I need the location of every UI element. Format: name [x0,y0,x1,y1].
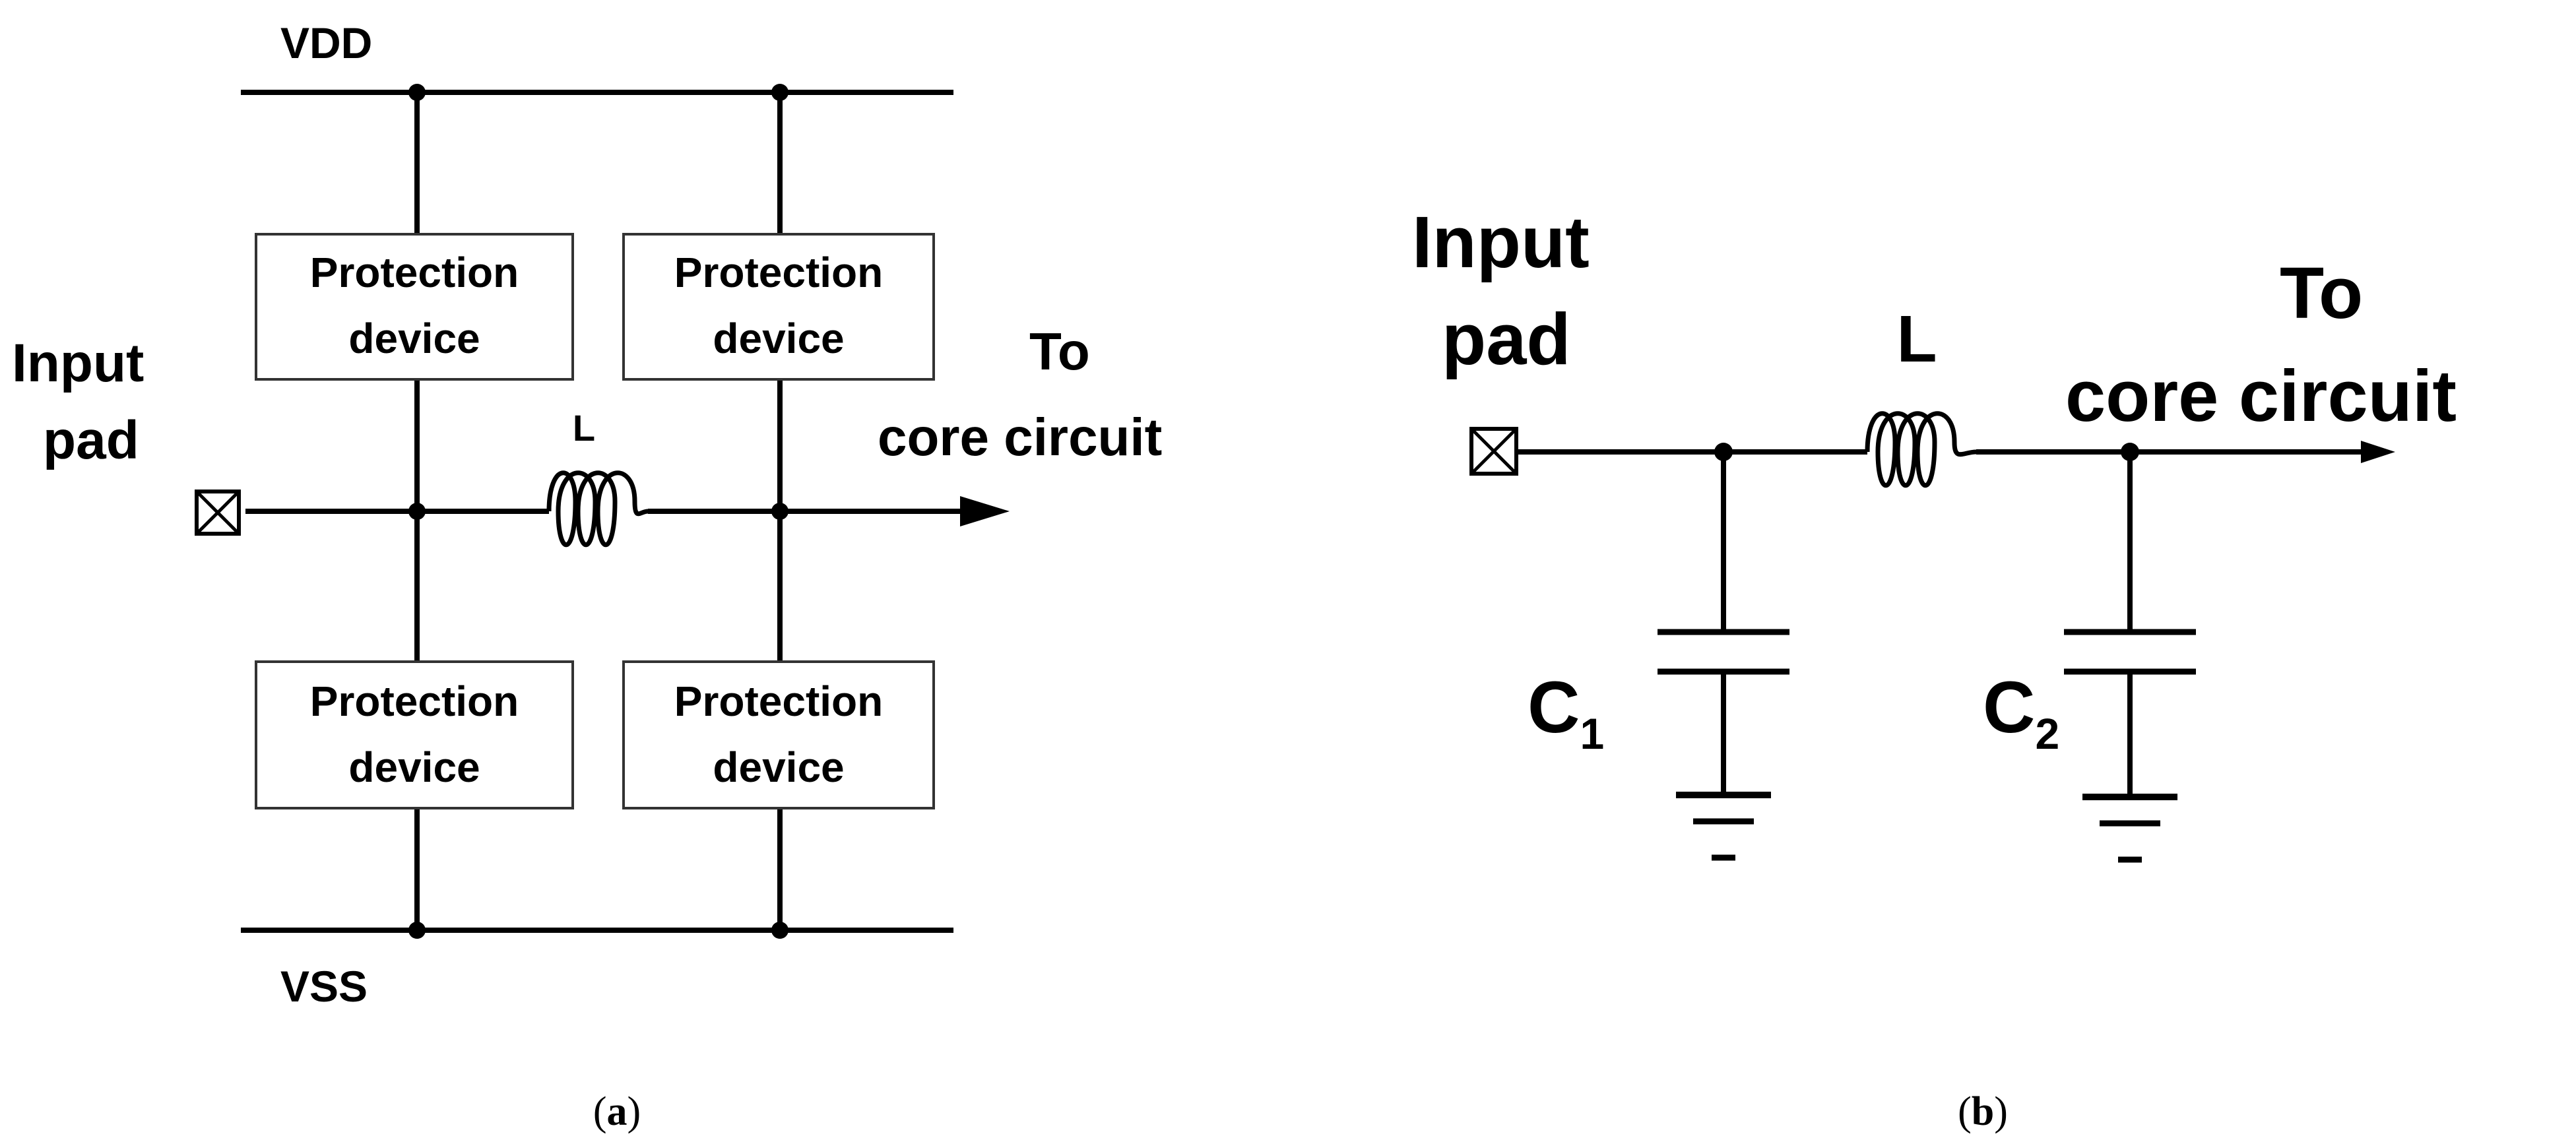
protection-device-bottom-right: Protection device [622,660,935,809]
junction-dot [408,84,426,101]
device-label-2: device [348,315,480,362]
input-pad-label-2: pad [43,410,139,470]
inductor-label: L [573,407,595,449]
panel-a: VDD VSS L Input pad To core circuit [12,18,1162,1134]
junction-dot [771,84,789,101]
c2-label: C2 [1983,667,2059,758]
inductor-label: L [1896,302,1937,376]
output-arrow [960,496,1010,526]
protection-device-top-left: Protection device [255,233,574,381]
output-label-1: To [1029,322,1090,381]
protection-device-bottom-left: Protection device [255,660,574,809]
inductor-l [1865,411,1977,488]
ground-symbol [1676,792,1771,861]
output-label-2: core circuit [2065,356,2457,437]
device-label-1: Protection [674,249,883,296]
input-pad-symbol [195,490,241,536]
output-label-2: core circuit [878,408,1162,466]
panel-b: Input pad L To core circuit C1 [1412,202,2457,1134]
ground-symbol [2082,794,2177,863]
junction-dot [408,922,426,939]
protection-device-top-right: Protection device [622,233,935,381]
vdd-label: VDD [280,18,372,67]
device-label-2: device [713,744,844,791]
input-pad-label-2: pad [1442,299,1571,380]
device-label-1: Protection [310,249,519,296]
c1-label: C1 [1528,667,1604,758]
capacitor-c2 [2064,452,2196,797]
device-label-2: device [348,744,480,791]
device-label-2: device [713,315,844,362]
capacitor-c1 [1658,452,1789,795]
inductor-l [546,470,649,548]
junction-dot [771,503,789,520]
input-pad-label-1: Input [12,333,144,393]
junction-dot [771,922,789,939]
vss-label: VSS [280,962,368,1011]
caption-b: (b) [1958,1089,2008,1134]
junction-dot [408,503,426,520]
device-label-1: Protection [310,678,519,725]
output-label-1: To [2280,253,2363,334]
device-label-1: Protection [674,678,883,725]
output-arrow [2361,441,2395,463]
input-pad-label-1: Input [1412,202,1590,283]
input-pad-symbol [1469,427,1518,476]
caption-a: (a) [593,1089,641,1134]
